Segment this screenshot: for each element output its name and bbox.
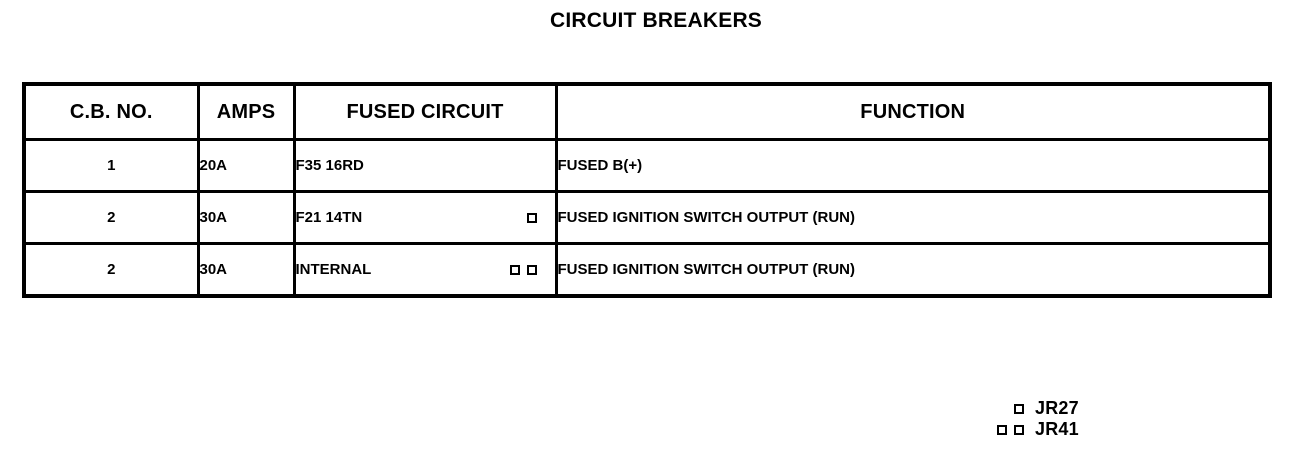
table-row: 1 20A F35 16RD FUSED B(+)	[22, 138, 1272, 193]
cell-function: FUSED B(+)	[554, 138, 1272, 193]
cell-amps: 20A	[196, 138, 296, 193]
legend: JR27 JR41	[980, 398, 1160, 440]
marker-group	[980, 424, 1024, 435]
cell-cb-no: 2	[22, 190, 200, 245]
fused-circuit-label: INTERNAL	[295, 261, 372, 278]
fused-circuit-label: F21 14TN	[295, 209, 363, 226]
legend-item: JR41	[980, 419, 1160, 440]
table-row: 2 30A INTERNAL FUSED IGNITION SWITCH OUT…	[22, 242, 1272, 298]
square-marker-icon	[997, 424, 1007, 435]
cell-amps: 30A	[196, 190, 296, 245]
cell-cb-no: 1	[22, 138, 200, 193]
cell-function: FUSED IGNITION SWITCH OUTPUT (RUN)	[554, 242, 1272, 298]
square-marker-icon	[1014, 424, 1024, 435]
column-header-amps: AMPS	[196, 82, 296, 141]
cell-fused-circuit: F35 16RD	[292, 138, 558, 193]
table-header-row: C.B. NO. AMPS FUSED CIRCUIT FUNCTION	[22, 82, 1272, 141]
page-title: CIRCUIT BREAKERS	[549, 9, 763, 32]
marker-group	[509, 264, 537, 275]
legend-item-label: JR41	[1035, 419, 1079, 439]
square-marker-icon	[1014, 403, 1024, 414]
legend-item: JR27	[980, 398, 1160, 419]
cell-fused-circuit: INTERNAL	[292, 242, 558, 298]
table-row: 2 30A F21 14TN FUSED IGNITION SWITCH OUT…	[22, 190, 1272, 245]
column-header-function: FUNCTION	[554, 82, 1272, 141]
cell-amps: 30A	[196, 242, 296, 298]
table-body: 1 20A F35 16RD FUSED B(+) 2 30A F21 14TN…	[22, 138, 1272, 298]
marker-group	[980, 403, 1024, 414]
column-header-cb-no: C.B. NO.	[22, 82, 200, 141]
fused-circuit-label: F35 16RD	[295, 157, 364, 174]
cell-function: FUSED IGNITION SWITCH OUTPUT (RUN)	[554, 190, 1272, 245]
square-marker-icon	[526, 212, 537, 223]
column-header-fused-circuit: FUSED CIRCUIT	[292, 82, 558, 141]
circuit-breakers-table: C.B. NO. AMPS FUSED CIRCUIT FUNCTION 1 2…	[22, 82, 1272, 298]
square-marker-icon	[526, 264, 537, 275]
cell-fused-circuit: F21 14TN	[292, 190, 558, 245]
square-marker-icon	[509, 264, 520, 275]
table-header: C.B. NO. AMPS FUSED CIRCUIT FUNCTION	[22, 82, 1272, 141]
marker-group	[526, 212, 537, 223]
legend-item-label: JR27	[1035, 398, 1079, 418]
cell-cb-no: 2	[22, 242, 200, 298]
